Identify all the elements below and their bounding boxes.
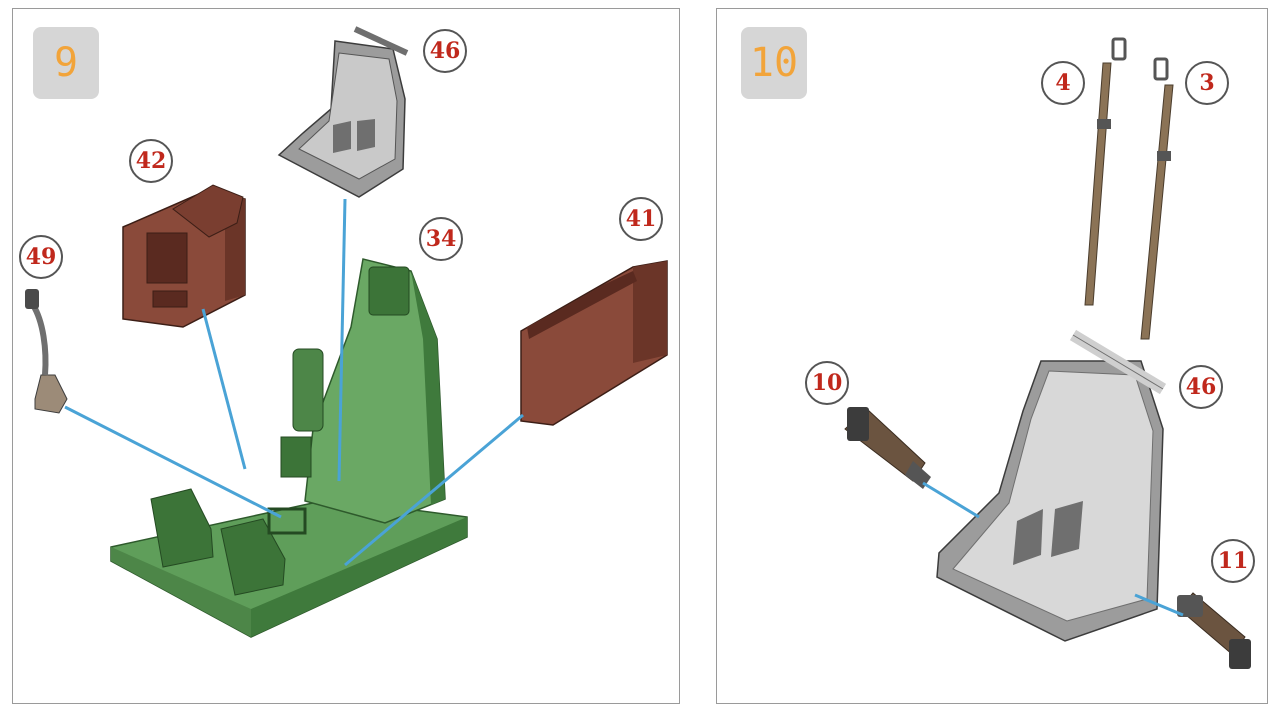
shoulder-strap-part-3: [1140, 57, 1174, 340]
step-number-badge: 9: [33, 27, 99, 99]
callout-46: 46: [1179, 365, 1223, 409]
callout-41: 41: [619, 197, 663, 241]
control-stick-part-49: [25, 289, 68, 414]
callout-10: 10: [805, 361, 849, 405]
callout-4: 4: [1041, 61, 1085, 105]
side-panel-part-41: [520, 260, 668, 426]
step-10-illustration: [844, 37, 1251, 669]
assembly-arrows: [64, 198, 524, 567]
callout-34: 34: [419, 217, 463, 261]
cockpit-floor-part: [110, 488, 468, 638]
shoulder-strap-part-4: [1084, 37, 1127, 306]
callout-11: 11: [1211, 539, 1255, 583]
assembly-arrows: [922, 481, 1184, 617]
callout-3: 3: [1185, 61, 1229, 105]
lap-belt-part-10: [844, 407, 931, 489]
lap-belt-part-11: [1177, 592, 1251, 669]
instrument-panel-part-42: [122, 184, 246, 328]
seat-part-46: [936, 329, 1167, 642]
step-number-badge: 10: [741, 27, 807, 99]
step-9-panel: 9: [12, 8, 680, 704]
callout-49: 49: [19, 235, 63, 279]
step-9-illustration: [25, 26, 668, 638]
callout-46: 46: [423, 29, 467, 73]
seat-part-46: [277, 26, 409, 198]
callout-42: 42: [129, 139, 173, 183]
bulkhead-part-34: [280, 258, 446, 524]
step-10-panel: 10: [716, 8, 1268, 704]
